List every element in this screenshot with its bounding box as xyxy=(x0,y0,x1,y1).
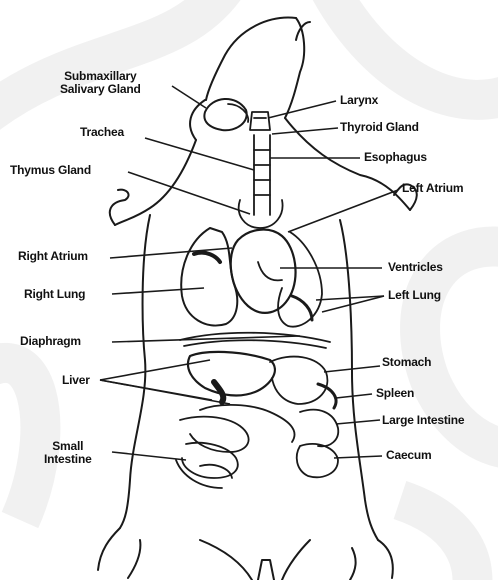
label-liver: Liver xyxy=(62,374,90,387)
label-caecum: Caecum xyxy=(386,449,432,462)
label-esophagus: Esophagus xyxy=(364,151,427,164)
label-large-intestine: Large Intestine xyxy=(382,414,464,427)
label-ventricles: Ventricles xyxy=(388,261,443,274)
label-left-atrium: Left Atrium xyxy=(402,182,463,195)
label-thyroid-gland: Thyroid Gland xyxy=(340,121,419,134)
label-thymus-gland: Thymus Gland xyxy=(10,164,91,177)
label-diaphragm: Diaphragm xyxy=(20,335,81,348)
label-right-lung: Right Lung xyxy=(24,288,85,301)
label-right-atrium: Right Atrium xyxy=(18,250,88,263)
label-submaxillary-salivary-gland: Submaxillary Salivary Gland xyxy=(60,70,141,96)
label-trachea: Trachea xyxy=(80,126,124,139)
label-larynx: Larynx xyxy=(340,94,378,107)
label-left-lung: Left Lung xyxy=(388,289,441,302)
label-stomach: Stomach xyxy=(382,356,431,369)
label-small-intestine: Small Intestine xyxy=(44,440,92,466)
label-spleen: Spleen xyxy=(376,387,414,400)
